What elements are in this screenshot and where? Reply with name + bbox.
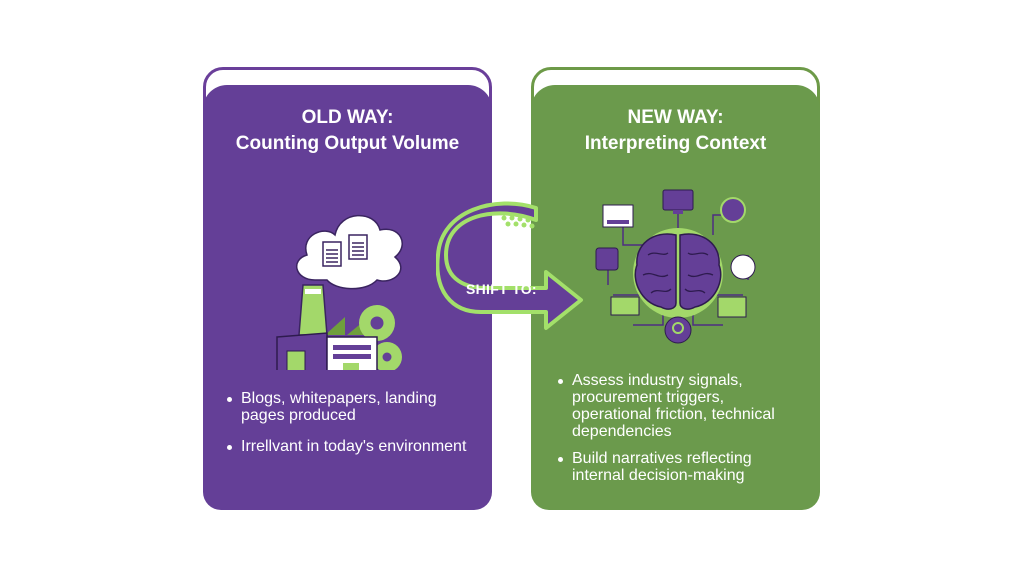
new-way-heading: NEW WAY: xyxy=(627,107,724,128)
factory-icon xyxy=(276,214,403,370)
old-way-bullet-list: Blogs, whitepapers, landing pages produc… xyxy=(225,390,475,469)
new-way-bullet: Build narratives reflecting internal dec… xyxy=(556,450,806,484)
old-way-bullet: Blogs, whitepapers, landing pages produc… xyxy=(225,390,475,424)
document-icon xyxy=(348,234,368,260)
old-way-subheading: Counting Output Volume xyxy=(235,133,460,154)
new-way-title: NEW WAY: Interpreting Context xyxy=(531,105,820,157)
brain-network-icon xyxy=(595,189,756,344)
chart-bubble-icon xyxy=(717,296,747,318)
old-way-card: OLD WAY: Counting Output Volume xyxy=(203,85,492,510)
old-way-bullet: Irrellvant in today's environment xyxy=(225,438,475,455)
monitor-icon xyxy=(662,189,694,214)
gear-icon xyxy=(359,305,395,341)
user-badge-icon xyxy=(720,197,746,223)
old-way-heading: OLD WAY: xyxy=(301,107,394,128)
curved-arrow-right-icon xyxy=(436,201,583,330)
gauge-icon xyxy=(730,254,756,280)
refresh-icon xyxy=(595,247,619,271)
new-way-bullet: Assess industry signals, procurement tri… xyxy=(556,372,806,440)
document-icon xyxy=(322,241,342,267)
old-way-title: OLD WAY: Counting Output Volume xyxy=(203,105,492,157)
new-way-subheading: Interpreting Context xyxy=(584,133,767,154)
chat-list-icon xyxy=(610,296,640,316)
gear-icon xyxy=(372,342,402,370)
id-card-icon xyxy=(602,204,634,228)
magnifier-icon xyxy=(664,316,692,344)
shift-label: SHIFT TO: xyxy=(466,281,537,297)
brain-icon xyxy=(633,228,723,318)
new-way-bullet-list: Assess industry signals, procurement tri… xyxy=(556,372,806,494)
